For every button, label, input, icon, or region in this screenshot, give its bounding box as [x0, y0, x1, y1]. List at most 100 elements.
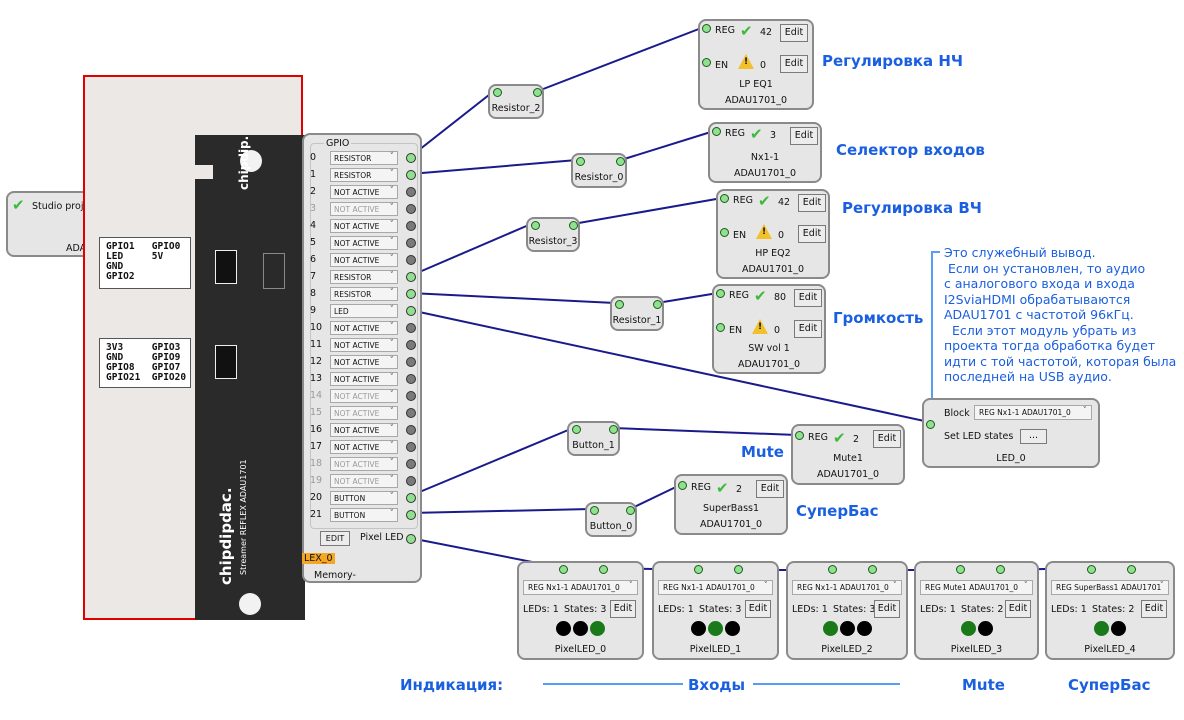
gpio-output-pin[interactable] — [406, 306, 416, 316]
pixel-led-block[interactable]: REG Nx1-1 ADAU1701_0 LEDs: 1 States: 3 E… — [517, 561, 644, 660]
gpio-mode-select[interactable]: BUTTON — [330, 491, 398, 505]
button-0-block[interactable]: Button_0 — [585, 502, 637, 537]
gpio-mode-select[interactable]: NOT ACTIVE — [330, 253, 398, 267]
reg-input-pin[interactable] — [795, 431, 804, 440]
output-pin[interactable] — [616, 157, 625, 166]
register-select[interactable]: REG Nx1-1 ADAU1701_0 — [792, 580, 902, 595]
gpio-edit-button[interactable]: EDIT — [320, 531, 350, 546]
gpio-mode-select[interactable]: NOT ACTIVE — [330, 474, 398, 488]
en-input-pin[interactable] — [720, 228, 729, 237]
reg-edit-button[interactable]: Edit — [873, 430, 901, 448]
superbass1-block[interactable]: REG ✔ 2 Edit SuperBass1 ADAU1701_0 — [674, 474, 788, 535]
gpio-output-pin[interactable] — [406, 340, 416, 350]
register-select[interactable]: REG SuperBass1 ADAU1701 — [1051, 580, 1169, 595]
input-pin[interactable] — [559, 565, 568, 574]
gpio-mode-select[interactable]: RESISTOR — [330, 168, 398, 182]
hp-eq2-block[interactable]: REG ✔ 42 Edit EN ! 0 Edit HP EQ2 ADAU170… — [716, 189, 830, 279]
gpio-mode-select[interactable]: RESISTOR — [330, 287, 398, 301]
output-pin[interactable] — [996, 565, 1005, 574]
gpio-output-pin[interactable] — [406, 238, 416, 248]
input-pin[interactable] — [1087, 565, 1096, 574]
edit-button[interactable]: Edit — [745, 600, 771, 618]
input-pin[interactable] — [828, 565, 837, 574]
gpio-mode-select[interactable]: NOT ACTIVE — [330, 423, 398, 437]
reg-input-pin[interactable] — [720, 194, 729, 203]
output-pin[interactable] — [653, 300, 662, 309]
pixel-led-block[interactable]: REG Nx1-1 ADAU1701_0 LEDs: 1 States: 3 E… — [786, 561, 908, 660]
resistor-2-block[interactable]: Resistor_2 — [488, 84, 544, 119]
reg-input-pin[interactable] — [712, 127, 721, 136]
output-pin[interactable] — [609, 425, 618, 434]
resistor-3-block[interactable]: Resistor_3 — [526, 217, 580, 252]
gpio-mode-select[interactable]: NOT ACTIVE — [330, 338, 398, 352]
input-pin[interactable] — [572, 425, 581, 434]
en-input-pin[interactable] — [702, 58, 711, 67]
gpio-output-pin[interactable] — [406, 442, 416, 452]
gpio-output-pin[interactable] — [406, 272, 416, 282]
gpio-output-pin[interactable] — [406, 510, 416, 520]
en-edit-button[interactable]: Edit — [780, 55, 808, 73]
reg-edit-button[interactable]: Edit — [794, 289, 822, 307]
gpio-output-pin[interactable] — [406, 493, 416, 503]
output-pin[interactable] — [1127, 565, 1136, 574]
led0-block[interactable]: Block REG Nx1-1 ADAU1701_0 Set LED state… — [922, 398, 1100, 468]
reg-edit-button[interactable]: Edit — [780, 24, 808, 42]
gpio-output-pin[interactable] — [406, 289, 416, 299]
gpio-mode-select[interactable]: NOT ACTIVE — [330, 457, 398, 471]
input-pin[interactable] — [615, 300, 624, 309]
gpio-output-pin[interactable] — [406, 391, 416, 401]
en-edit-button[interactable]: Edit — [798, 225, 826, 243]
input-pin[interactable] — [590, 506, 599, 515]
gpio-mode-select[interactable]: RESISTOR — [330, 270, 398, 284]
reg-edit-button[interactable]: Edit — [756, 480, 784, 498]
gpio-mode-select[interactable]: RESISTOR — [330, 151, 398, 165]
gpio-output-pin[interactable] — [406, 357, 416, 367]
register-select[interactable]: REG Nx1-1 ADAU1701_0 — [658, 580, 773, 595]
resistor-1-block[interactable]: Resistor_1 — [610, 296, 664, 331]
gpio-mode-select[interactable]: NOT ACTIVE — [330, 355, 398, 369]
gpio-mode-select[interactable]: NOT ACTIVE — [330, 236, 398, 250]
edit-button[interactable]: Edit — [1005, 600, 1031, 618]
input-pin[interactable] — [694, 565, 703, 574]
en-input-pin[interactable] — [716, 323, 725, 332]
gpio-output-pin[interactable] — [406, 255, 416, 265]
output-pin[interactable] — [868, 565, 877, 574]
gpio-output-pin[interactable] — [406, 153, 416, 163]
set-led-states-button[interactable]: ... — [1020, 429, 1047, 444]
gpio-output-pin[interactable] — [406, 425, 416, 435]
resistor-0-block[interactable]: Resistor_0 — [571, 153, 627, 188]
edit-button[interactable]: Edit — [610, 600, 636, 618]
block-select[interactable]: REG Nx1-1 ADAU1701_0 — [974, 405, 1092, 420]
edit-button[interactable]: Edit — [1141, 600, 1167, 618]
reg-edit-button[interactable]: Edit — [798, 194, 826, 212]
output-pin[interactable] — [569, 221, 578, 230]
gpio-mode-select[interactable]: NOT ACTIVE — [330, 389, 398, 403]
gpio-output-pin[interactable] — [406, 221, 416, 231]
gpio-output-pin[interactable] — [406, 374, 416, 384]
register-select[interactable]: REG Nx1-1 ADAU1701_0 — [523, 580, 638, 595]
gpio-output-pin[interactable] — [406, 459, 416, 469]
gpio-panel[interactable]: GPIO 0RESISTOR1RESISTOR2NOT ACTIVE3NOT A… — [302, 133, 422, 583]
gpio-output-pin[interactable] — [406, 408, 416, 418]
gpio-mode-select[interactable]: NOT ACTIVE — [330, 372, 398, 386]
input-pin[interactable] — [926, 420, 935, 429]
reg-edit-button[interactable]: Edit — [790, 127, 818, 145]
output-pin[interactable] — [599, 565, 608, 574]
pixel-led-block[interactable]: REG Nx1-1 ADAU1701_0 LEDs: 1 States: 3 E… — [652, 561, 779, 660]
mute1-block[interactable]: REG ✔ 2 Edit Mute1 ADAU1701_0 — [791, 424, 905, 485]
input-pin[interactable] — [576, 157, 585, 166]
input-pin[interactable] — [531, 221, 540, 230]
gpio-output-pin[interactable] — [406, 323, 416, 333]
gpio-mode-select[interactable]: NOT ACTIVE — [330, 440, 398, 454]
gpio-mode-select[interactable]: NOT ACTIVE — [330, 406, 398, 420]
output-pin[interactable] — [533, 88, 542, 97]
gpio-output-pin[interactable] — [406, 170, 416, 180]
input-pin[interactable] — [956, 565, 965, 574]
nx1-block[interactable]: REG ✔ 3 Edit Nx1-1 ADAU1701_0 — [708, 122, 822, 183]
gpio-output-pin[interactable] — [406, 187, 416, 197]
gpio-output-pin[interactable] — [406, 476, 416, 486]
gpio-mode-select[interactable]: LED — [330, 304, 398, 318]
gpio-mode-select[interactable]: BUTTON — [330, 508, 398, 522]
pixel-led-block[interactable]: REG Mute1 ADAU1701_0 LEDs: 1 States: 2 E… — [914, 561, 1039, 660]
output-pin[interactable] — [626, 506, 635, 515]
